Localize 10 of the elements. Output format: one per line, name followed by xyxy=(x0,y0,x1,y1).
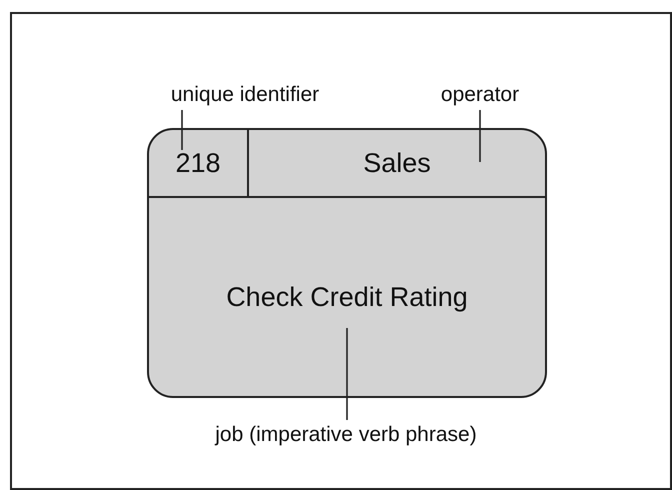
leader-line xyxy=(346,328,348,420)
job-cell: Check Credit Rating xyxy=(149,198,545,396)
annotation-label: operator xyxy=(400,80,560,110)
leader-line xyxy=(181,110,183,150)
operator-cell: Sales xyxy=(249,130,545,198)
leader-line xyxy=(479,110,481,162)
process-box xyxy=(147,128,547,398)
annotation-label: unique identifier xyxy=(120,80,370,110)
annotation-label: job (imperative verb phrase) xyxy=(150,420,542,450)
process-id-cell: 218 xyxy=(149,130,249,198)
